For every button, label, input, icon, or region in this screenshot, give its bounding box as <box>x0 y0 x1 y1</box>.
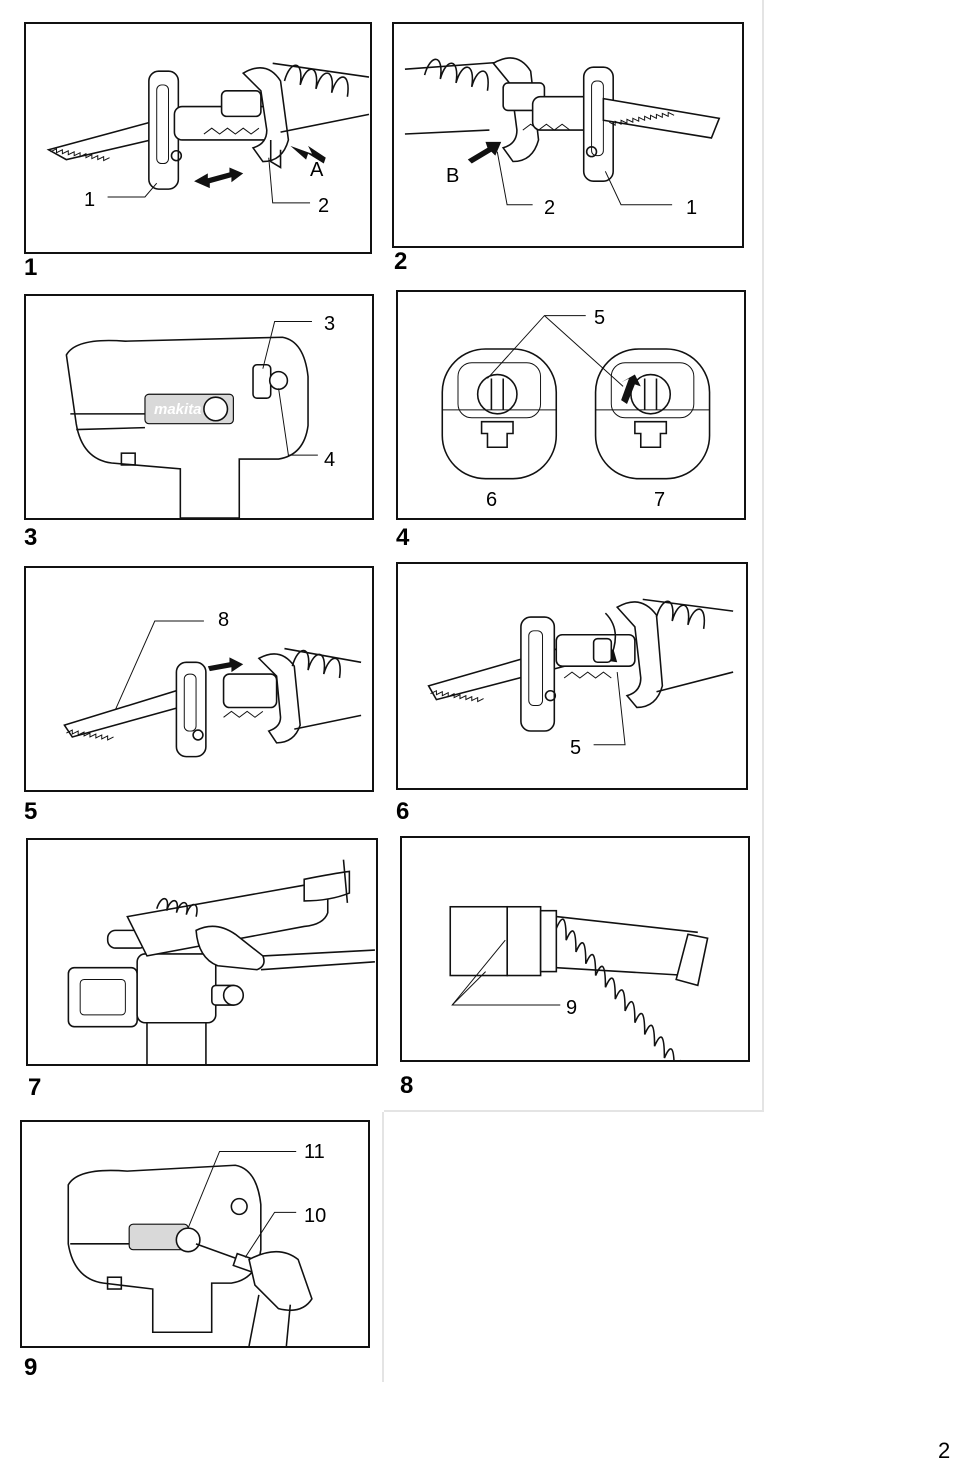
figure-7-number: 7 <box>28 1074 42 1101</box>
callout-2: 2 <box>318 195 330 217</box>
figure-4-panel: 5 6 7 <box>396 290 746 520</box>
blade-removal-illustration <box>404 57 721 206</box>
figure-2-number: 2 <box>394 248 408 275</box>
callout-11: 11 <box>304 1141 325 1163</box>
figure-8-panel: 9 <box>400 836 750 1062</box>
page-number: 2 <box>938 1438 951 1463</box>
callout-10: 10 <box>304 1205 327 1227</box>
figure-5-panel: 8 <box>24 566 374 792</box>
callout-2: 2 <box>544 197 556 219</box>
brand-mark: makita <box>154 401 202 418</box>
figure-6-number: 6 <box>396 798 410 825</box>
sheet-edge-lower-right <box>382 1112 384 1382</box>
figure-1-panel: 1 2 A <box>24 22 372 254</box>
callout-7: 7 <box>654 489 666 511</box>
figure-1-number: 1 <box>24 254 38 281</box>
callout-8: 8 <box>218 609 230 631</box>
figure-3-number: 3 <box>24 524 38 551</box>
blade-clamp-release-illustration <box>46 62 370 204</box>
callout-5: 5 <box>594 307 606 329</box>
carbon-brush-illustration <box>449 905 709 1060</box>
tool-body-switch-illustration <box>65 321 318 518</box>
callout-9: 9 <box>566 997 578 1019</box>
figure-7-panel <box>26 838 378 1066</box>
vise-cutting-illustration <box>67 859 375 1064</box>
sheet-edge-right <box>762 0 764 1112</box>
callout-6: 6 <box>486 489 498 511</box>
callout-3: 3 <box>324 313 336 335</box>
figure-9-panel: 11 10 <box>20 1120 370 1348</box>
figure-3-panel: makita 3 4 <box>24 294 374 520</box>
figure-8-number: 8 <box>400 1072 414 1099</box>
figure-4-number: 4 <box>396 524 410 551</box>
callout-A: A <box>310 159 324 181</box>
figure-5-number: 5 <box>24 798 38 825</box>
callout-1: 1 <box>84 189 96 211</box>
callout-4: 4 <box>324 449 336 471</box>
blade-clamp-rotation-illustration <box>441 315 711 480</box>
callout-B: B <box>446 165 460 187</box>
callout-1: 1 <box>686 197 698 219</box>
figure-6-panel: 5 <box>396 562 748 790</box>
blade-lock-illustration <box>427 598 734 746</box>
figure-9-number: 9 <box>24 1354 38 1381</box>
brush-cap-removal-illustration <box>67 1150 313 1346</box>
sheet-edge-bottom <box>384 1110 764 1112</box>
callout-5: 5 <box>570 737 582 759</box>
blade-insertion-illustration <box>63 620 362 758</box>
figure-2-panel: B 2 1 <box>392 22 744 248</box>
